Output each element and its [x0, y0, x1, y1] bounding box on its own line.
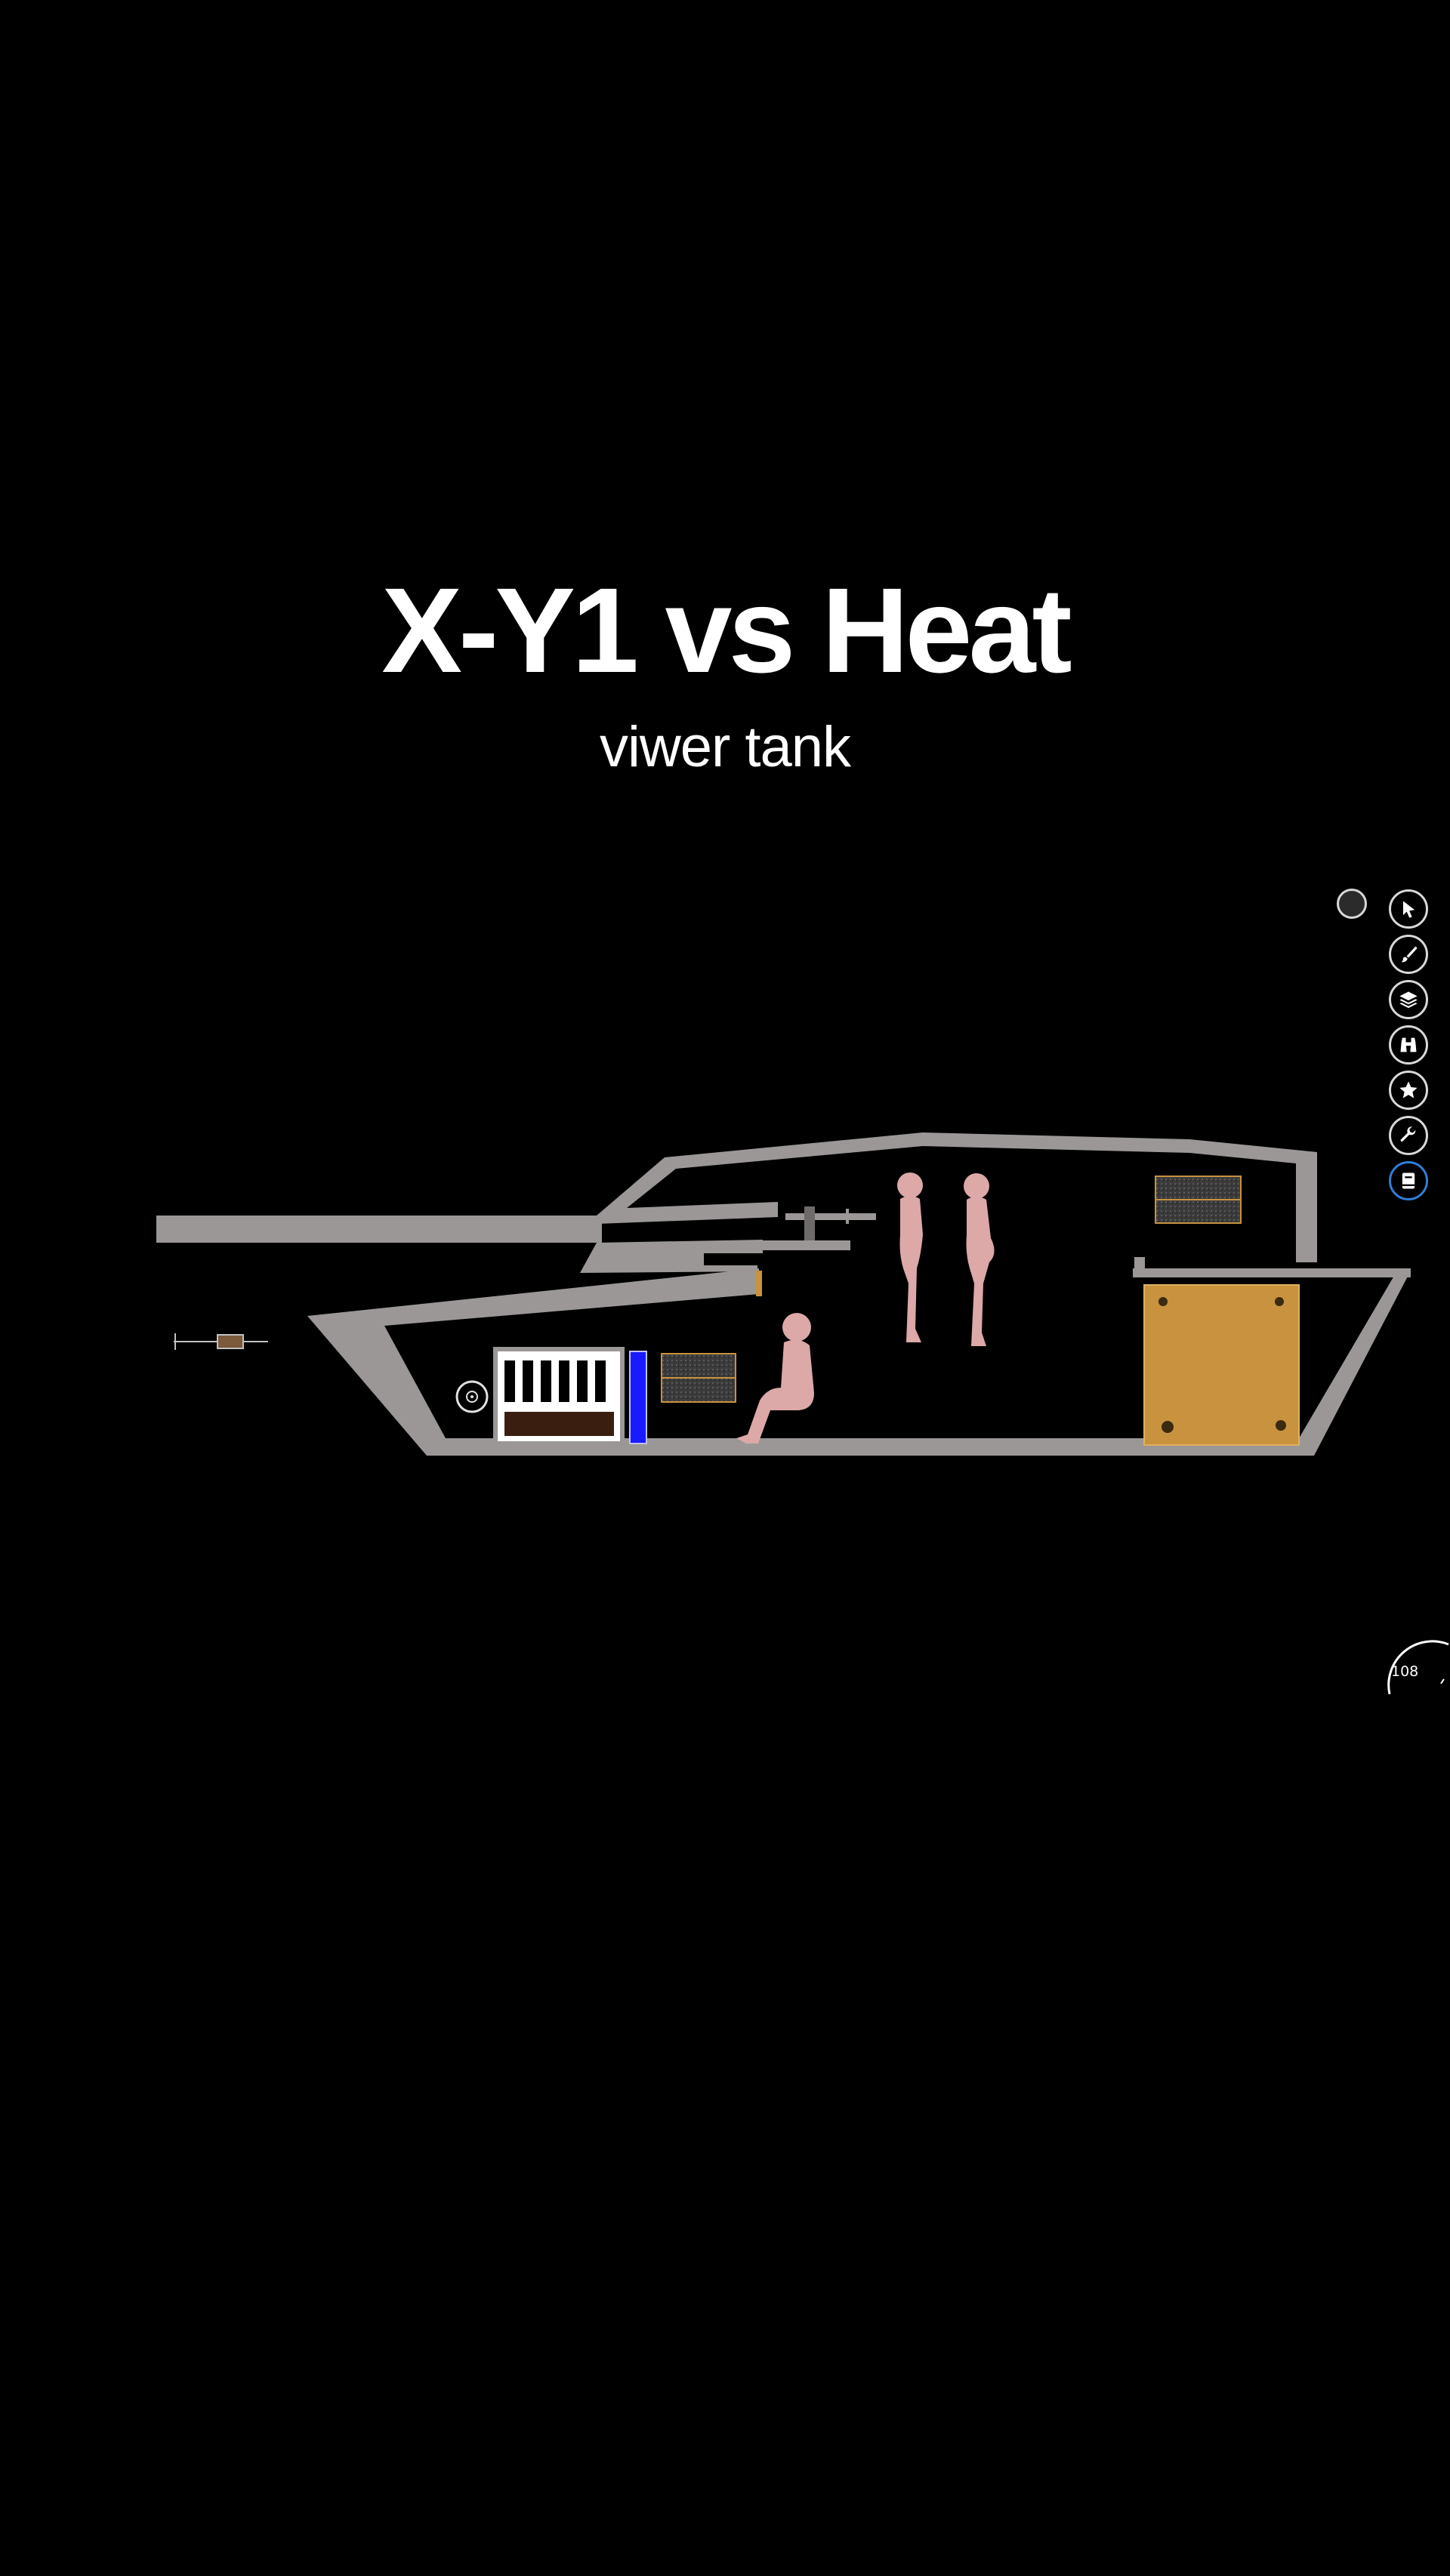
- crew-standing-left: [897, 1172, 923, 1342]
- book-icon: [1402, 1172, 1415, 1189]
- hull-deck: [1133, 1268, 1411, 1277]
- wrench-icon: [1400, 1126, 1416, 1142]
- speed-gauge: [1387, 1640, 1449, 1695]
- hull-shell: [307, 1268, 1411, 1456]
- projectile: [174, 1333, 268, 1350]
- breech-block: [804, 1206, 815, 1243]
- brush-icon: [1401, 946, 1418, 963]
- breech-rail: [761, 1240, 850, 1250]
- wrench-tool-button[interactable]: [1389, 1116, 1428, 1155]
- layers-tool-button[interactable]: [1389, 980, 1428, 1019]
- ammo-box-hull-bottom: [661, 1377, 736, 1403]
- crew-standing-right: [964, 1173, 995, 1346]
- select-tool-button[interactable]: [1389, 889, 1428, 929]
- cursor-icon: [1403, 901, 1415, 918]
- star-icon: [1399, 1081, 1418, 1098]
- ammo-box-turret-top: [1155, 1176, 1242, 1200]
- tool-palette: [1389, 889, 1428, 1206]
- binoculars-icon: [1400, 1037, 1417, 1052]
- binoculars-tool-button[interactable]: [1389, 1025, 1428, 1065]
- gun-barrel: [156, 1216, 602, 1243]
- layers-icon: [1399, 991, 1418, 1009]
- gun-breech: [785, 1213, 876, 1220]
- page-title: X-Y1 vs Heat: [381, 562, 1072, 698]
- brush-tool-button[interactable]: [1389, 935, 1428, 974]
- turret-mantlet: [580, 1240, 763, 1273]
- status-dot-button[interactable]: [1337, 889, 1367, 919]
- cargo-crate: [1143, 1284, 1300, 1446]
- favorites-tool-button[interactable]: [1389, 1071, 1428, 1110]
- book-tool-button[interactable]: [1389, 1161, 1428, 1200]
- ammo-box-turret-bottom: [1155, 1199, 1242, 1224]
- page-subtitle: viwer tank: [599, 715, 851, 779]
- turret-shell: [578, 1132, 1317, 1262]
- blue-panel: [629, 1351, 647, 1444]
- crew-seated: [736, 1313, 814, 1444]
- gauge-value: 108: [1391, 1663, 1419, 1680]
- ammo-box-hull-top: [661, 1353, 736, 1379]
